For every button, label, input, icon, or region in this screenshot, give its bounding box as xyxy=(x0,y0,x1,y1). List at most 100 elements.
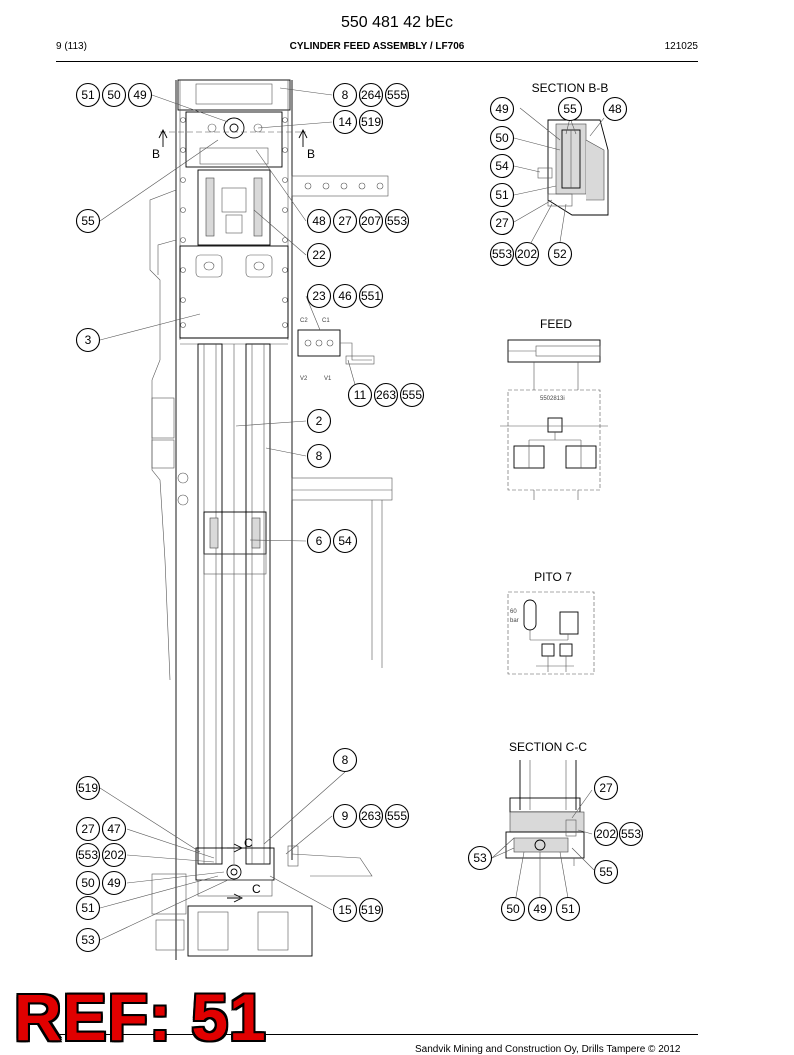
callout: 49 xyxy=(101,870,127,896)
callout: 23 xyxy=(306,283,332,309)
svg-text:49: 49 xyxy=(495,102,509,116)
pito-schematic: 60 bar xyxy=(507,591,595,675)
svg-text:51: 51 xyxy=(561,902,575,916)
svg-text:15: 15 xyxy=(338,903,352,917)
svg-text:49: 49 xyxy=(533,902,547,916)
footer-copyright: Sandvik Mining and Construction Oy, Dril… xyxy=(415,1044,681,1055)
svg-text:555: 555 xyxy=(402,388,422,402)
callout: 27 xyxy=(489,210,515,236)
callout: 263 xyxy=(358,803,384,829)
label-c2: C2 xyxy=(300,318,308,324)
svg-text:519: 519 xyxy=(361,115,381,129)
svg-text:264: 264 xyxy=(361,88,381,102)
svg-text:207: 207 xyxy=(361,214,381,228)
label-c1: C1 xyxy=(322,318,330,324)
callout: 264 xyxy=(358,82,384,108)
svg-text:555: 555 xyxy=(387,809,407,823)
callout: 54 xyxy=(489,153,515,179)
callout: 202 xyxy=(514,241,540,267)
callout: 49 xyxy=(489,96,515,122)
section-mark-b-right: B xyxy=(307,147,315,161)
document-date: 121025 xyxy=(664,41,698,52)
callout: 207 xyxy=(358,208,384,234)
section-b-drawing xyxy=(513,107,609,253)
callouts-section-b: 49 55 48 50 54 51 27 553 202 52 xyxy=(489,96,628,267)
svg-text:48: 48 xyxy=(608,102,622,116)
callout: 55 xyxy=(593,859,619,885)
callout: 551 xyxy=(358,283,384,309)
section-c-title: SECTION C-C xyxy=(509,740,587,754)
section-mark-c-upper: C xyxy=(244,836,253,850)
callout: 555 xyxy=(384,82,410,108)
callout: 202 xyxy=(593,821,619,847)
footer-rule xyxy=(56,1034,698,1035)
feed-code-label: 5502813i xyxy=(540,396,565,402)
pito-title: PITO 7 xyxy=(534,570,572,584)
callout: 8 xyxy=(332,82,358,108)
callout: 11 xyxy=(347,382,373,408)
callouts-section-c: 27 202 553 53 55 50 49 51 xyxy=(467,775,644,922)
callout: 55 xyxy=(75,208,101,234)
callout: 15 xyxy=(332,897,358,923)
svg-text:54: 54 xyxy=(338,534,352,548)
callout: 47 xyxy=(101,816,127,842)
callout: 53 xyxy=(75,927,101,953)
page-number: 9 (113) xyxy=(56,41,87,52)
svg-text:202: 202 xyxy=(596,827,616,841)
callout: 50 xyxy=(489,125,515,151)
callout: 3 xyxy=(75,327,101,353)
svg-text:8: 8 xyxy=(316,449,323,463)
svg-text:11: 11 xyxy=(354,388,367,402)
svg-text:54: 54 xyxy=(495,159,509,173)
ref-stamp: REF: 51 xyxy=(14,980,267,1054)
svg-text:51: 51 xyxy=(81,901,95,915)
label-v1: V1 xyxy=(324,376,332,382)
svg-text:49: 49 xyxy=(133,88,147,102)
svg-text:6: 6 xyxy=(316,534,323,548)
svg-text:553: 553 xyxy=(621,827,641,841)
section-c-drawing xyxy=(491,760,595,909)
svg-text:551: 551 xyxy=(361,289,381,303)
callout: 49 xyxy=(127,82,153,108)
callout: 48 xyxy=(306,208,332,234)
svg-text:50: 50 xyxy=(107,88,121,102)
svg-text:46: 46 xyxy=(338,289,352,303)
callout: 50 xyxy=(101,82,127,108)
svg-text:27: 27 xyxy=(599,781,613,795)
callout: 49 xyxy=(527,896,553,922)
pito-pressure-value: 60 xyxy=(510,609,517,615)
svg-text:53: 53 xyxy=(81,933,95,947)
svg-text:202: 202 xyxy=(517,247,537,261)
callout: 27 xyxy=(332,208,358,234)
callout: 53 xyxy=(467,845,493,871)
document-number: 550 481 42 bEc xyxy=(340,14,454,31)
svg-text:49: 49 xyxy=(107,876,121,890)
callout: 519 xyxy=(358,109,384,135)
callout: 8 xyxy=(306,443,332,469)
callout: 50 xyxy=(75,870,101,896)
section-b-title: SECTION B-B xyxy=(532,81,609,95)
svg-text:3: 3 xyxy=(85,333,92,347)
label-v2: V2 xyxy=(300,376,308,382)
callout: 51 xyxy=(75,82,101,108)
callout: 553 xyxy=(75,842,101,868)
callout: 14 xyxy=(332,109,358,135)
callout: 51 xyxy=(489,182,515,208)
callouts-main: 51 50 49 8 264 555 14 519 55 48 27 207 5… xyxy=(75,82,425,953)
callout: 519 xyxy=(358,897,384,923)
callout: 263 xyxy=(373,382,399,408)
svg-text:553: 553 xyxy=(387,214,407,228)
svg-text:2: 2 xyxy=(316,414,323,428)
svg-text:48: 48 xyxy=(312,214,326,228)
callout: 27 xyxy=(75,816,101,842)
callout: 553 xyxy=(618,821,644,847)
callout: 51 xyxy=(555,896,581,922)
main-assembly-drawing: C2 C1 V2 V1 xyxy=(149,79,393,960)
callout: 553 xyxy=(384,208,410,234)
svg-text:8: 8 xyxy=(342,88,349,102)
svg-text:22: 22 xyxy=(312,248,326,262)
callout: 22 xyxy=(306,242,332,268)
callout: 54 xyxy=(332,528,358,554)
callout: 555 xyxy=(384,803,410,829)
svg-text:27: 27 xyxy=(338,214,352,228)
